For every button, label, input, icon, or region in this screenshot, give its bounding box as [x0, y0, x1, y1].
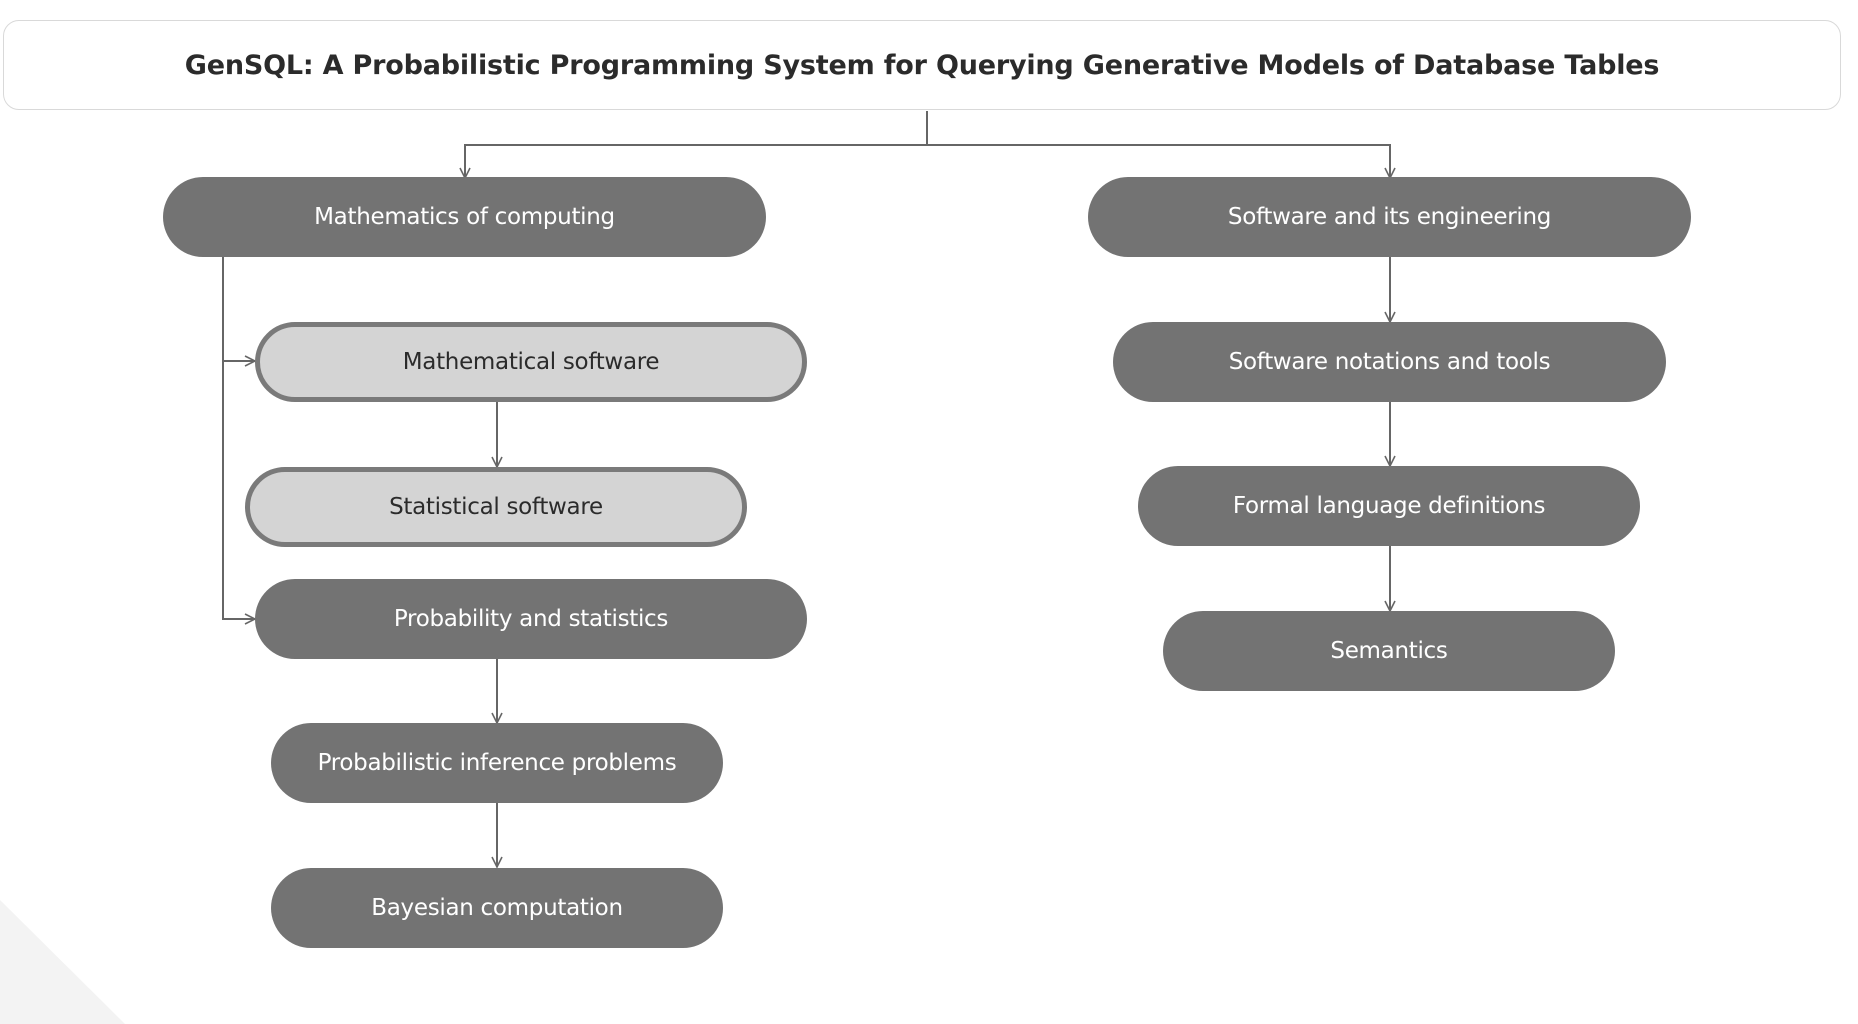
node-label: Mathematics of computing: [314, 204, 615, 230]
edge-title-software-eng: [927, 144, 1390, 178]
node-label: Mathematical software: [402, 349, 660, 375]
edge-math-computing-math-software: [222, 257, 255, 361]
node-label: Formal language definitions: [1232, 493, 1546, 519]
node-label: Statistical software: [389, 494, 603, 520]
node-label: Semantics: [1330, 638, 1448, 664]
node-statistical-software: Statistical software: [245, 467, 747, 547]
node-label: Probability and statistics: [393, 606, 669, 632]
node-formal-language-definitions: Formal language definitions: [1138, 466, 1640, 546]
node-software-and-its-engineering: Software and its engineering: [1088, 177, 1691, 257]
node-probabilistic-inference-problems: Probabilistic inference problems: [271, 723, 723, 803]
node-mathematics-of-computing: Mathematics of computing: [163, 177, 766, 257]
node-probability-and-statistics: Probability and statistics: [255, 579, 807, 659]
node-label: Bayesian computation: [371, 895, 623, 921]
node-mathematical-software: Mathematical software: [255, 322, 807, 402]
node-label: Software and its engineering: [1227, 204, 1552, 230]
node-software-notations-and-tools: Software notations and tools: [1113, 322, 1666, 402]
edge-title-math-computing: [465, 144, 927, 178]
node-bayesian-computation: Bayesian computation: [271, 868, 723, 948]
diagram-title: GenSQL: A Probabilistic Programming Syst…: [184, 49, 1660, 81]
title-box: GenSQL: A Probabilistic Programming Syst…: [3, 20, 1841, 110]
node-label: Software notations and tools: [1228, 349, 1551, 375]
node-semantics: Semantics: [1163, 611, 1615, 691]
node-label: Probabilistic inference problems: [317, 750, 677, 776]
